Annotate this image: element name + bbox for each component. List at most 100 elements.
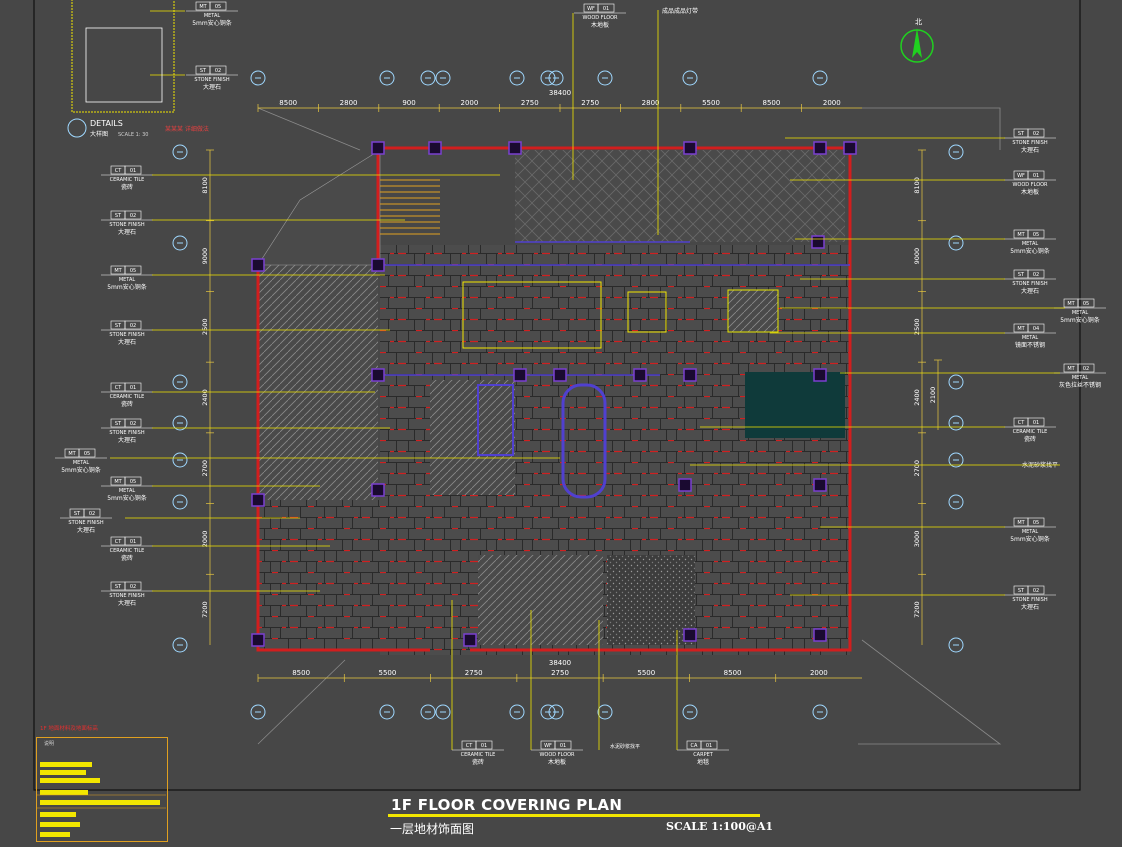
tag-right-num: 05 bbox=[1033, 232, 1039, 238]
tag-bottom-zh: 瓷砖 bbox=[472, 758, 484, 766]
column bbox=[508, 141, 522, 155]
tag-detail-en: STONE FINISH bbox=[194, 77, 229, 83]
details-frame bbox=[71, 0, 175, 113]
grid-bubble bbox=[420, 704, 436, 720]
dim-left-label: 2400 bbox=[201, 389, 209, 406]
tag-detail-num: 05 bbox=[215, 4, 221, 10]
column bbox=[513, 368, 527, 382]
tag-left-zh: 瓷砖 bbox=[121, 400, 133, 408]
grid-bubble bbox=[682, 70, 698, 86]
tag-left-zh: 瓷砖 bbox=[121, 183, 133, 191]
tag-left-code: CT bbox=[115, 168, 122, 174]
details-note: 某某某 详细做法 bbox=[165, 125, 209, 133]
site-outline bbox=[257, 107, 1002, 745]
tag-left-en: STONE FINISH bbox=[68, 520, 103, 526]
tag-right-code: MT bbox=[1017, 520, 1025, 526]
tag-left-num: 02 bbox=[130, 421, 136, 427]
column bbox=[371, 258, 385, 272]
grid-bubble bbox=[812, 704, 828, 720]
tag-right-zh: 5mm安心铜条 bbox=[1060, 316, 1100, 324]
tag-right-num: 04 bbox=[1033, 326, 1039, 332]
lift-lobby bbox=[430, 380, 515, 495]
grid-bubble bbox=[948, 374, 964, 390]
dim-right-label: 7200 bbox=[913, 601, 921, 618]
legend-red-note: 1F 地面材料及地面标高 bbox=[40, 724, 98, 732]
tag-right-zh: 瓷砖 bbox=[1024, 435, 1036, 443]
tag-right-en: STONE FINISH bbox=[1012, 597, 1047, 603]
tag-right-en: METAL bbox=[1072, 310, 1089, 316]
tag-right-en: STONE FINISH bbox=[1012, 281, 1047, 287]
tag-right-code: MT bbox=[1067, 366, 1075, 372]
tag-bottom-code: CA bbox=[691, 743, 698, 749]
legend-swatch bbox=[40, 790, 88, 795]
tag-left-code: MT bbox=[114, 479, 122, 485]
column-outline bbox=[627, 291, 667, 333]
column bbox=[813, 478, 827, 492]
tag-top-num-box bbox=[597, 3, 615, 13]
tag-detail-num: 02 bbox=[215, 68, 221, 74]
tag-left-zh: 瓷砖 bbox=[121, 554, 133, 562]
grid-bubble bbox=[948, 235, 964, 251]
carpet-area bbox=[607, 555, 695, 645]
tag-right-num-box bbox=[1027, 170, 1045, 180]
legend-header: 说明 bbox=[44, 740, 54, 747]
tag-left-en: METAL bbox=[119, 277, 136, 283]
tag-right-code: WF bbox=[1017, 173, 1025, 179]
tag-right-num-box bbox=[1077, 298, 1095, 308]
tag-left-zh: 大理石 bbox=[118, 338, 136, 346]
tag-left-code: MT bbox=[68, 451, 76, 457]
grid-bubble bbox=[379, 704, 395, 720]
column bbox=[683, 368, 697, 382]
tag-right-en: METAL bbox=[1072, 375, 1089, 381]
lift-outline bbox=[477, 384, 514, 456]
tag-left-en: CERAMIC TILE bbox=[110, 548, 145, 554]
stair-area bbox=[257, 149, 381, 266]
tag-left-num: 02 bbox=[130, 213, 136, 219]
tag-left-num: 05 bbox=[130, 479, 136, 485]
tag-detail-num-box bbox=[209, 1, 227, 11]
legend-swatch bbox=[40, 762, 92, 767]
dim-top-label: 900 bbox=[402, 99, 415, 107]
grid-axis-bubbles bbox=[172, 70, 964, 720]
tag-right-num-box bbox=[1027, 128, 1045, 138]
tag-bottom-code: CT bbox=[466, 743, 473, 749]
grid-bubble bbox=[172, 415, 188, 431]
grid-bubble bbox=[172, 452, 188, 468]
tag-bottom-num: 01 bbox=[706, 743, 712, 749]
column bbox=[371, 483, 385, 497]
grid-bubble bbox=[948, 637, 964, 653]
grid-bubble bbox=[435, 70, 451, 86]
tag-right-code: CT bbox=[1018, 420, 1025, 426]
tag-right-zh: 大理石 bbox=[1021, 603, 1039, 611]
grid-bubble bbox=[682, 704, 698, 720]
tag-right-num: 02 bbox=[1033, 588, 1039, 594]
floor-tile-area bbox=[258, 500, 383, 650]
tag-left-en: STONE FINISH bbox=[109, 430, 144, 436]
legend-box bbox=[36, 737, 168, 842]
legend-swatch bbox=[40, 822, 80, 827]
tag-left-zh: 5mm安心铜条 bbox=[107, 494, 147, 502]
drawing-scale: SCALE 1:100@A1 bbox=[666, 820, 774, 833]
tag-right-en: CERAMIC TILE bbox=[1013, 429, 1048, 435]
column bbox=[843, 141, 857, 155]
tag-right-zh: 木地板 bbox=[1021, 188, 1039, 196]
column bbox=[428, 141, 442, 155]
tag-right-zh: 大理石 bbox=[1021, 146, 1039, 154]
dim-right-label: 3000 bbox=[913, 531, 921, 548]
tag-left-en: CERAMIC TILE bbox=[110, 394, 145, 400]
tag-left-code: ST bbox=[115, 584, 122, 590]
tag-left-code: CT bbox=[115, 539, 122, 545]
tag-right-zh: 5mm安心铜条 bbox=[1010, 535, 1050, 543]
grid-bubble bbox=[172, 374, 188, 390]
drawing-title-en: 1F FLOOR COVERING PLAN bbox=[391, 796, 623, 814]
dim-top-label: 2000 bbox=[823, 99, 841, 107]
tag-right-num-box bbox=[1027, 229, 1045, 239]
tag-right-en: WOOD FLOOR bbox=[1012, 182, 1048, 188]
tag-right-num-box bbox=[1027, 323, 1045, 333]
tag-right-code: MT bbox=[1067, 301, 1075, 307]
grid-bubble bbox=[812, 70, 828, 86]
tag-top-zh: 木地板 bbox=[591, 21, 609, 29]
tag-left-num-box bbox=[124, 210, 142, 220]
tag-left-num-box bbox=[83, 508, 101, 518]
